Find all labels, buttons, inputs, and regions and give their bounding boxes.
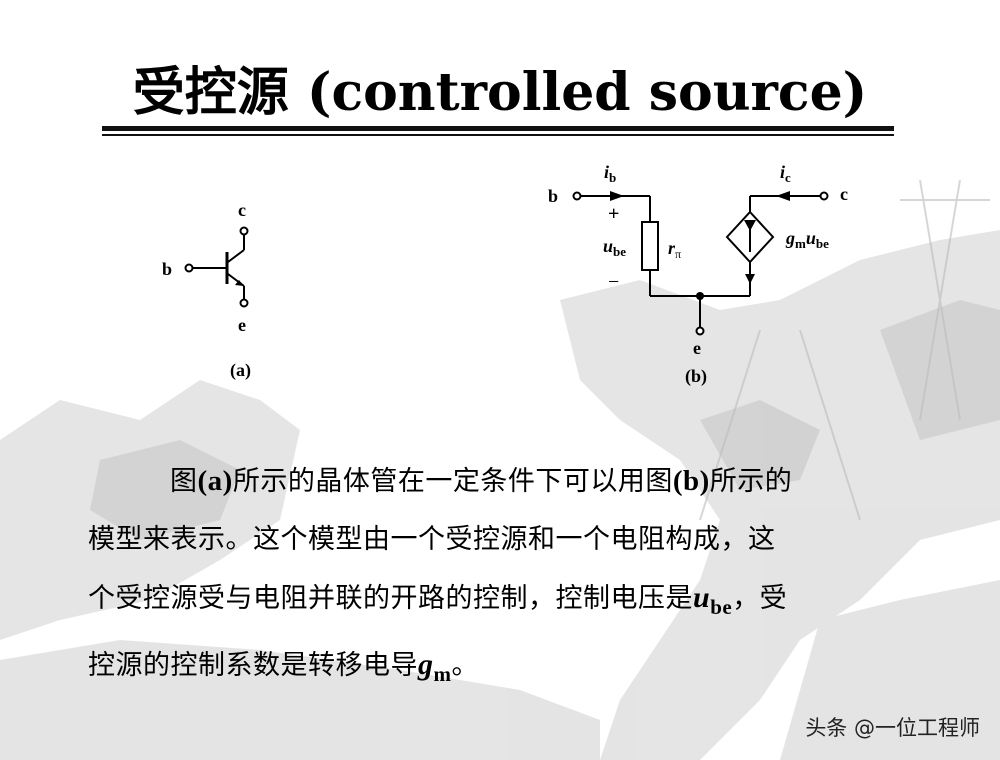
r-subscript: π <box>675 247 681 261</box>
transistor-symbol <box>184 226 249 308</box>
junction-node <box>696 292 704 300</box>
title-underline-thin <box>102 134 894 136</box>
text-segment: 所示的 <box>709 466 793 497</box>
text-segment: 。 <box>451 650 479 681</box>
watermark: 头条 @一位工程师 <box>805 716 980 740</box>
ic-arrow-icon <box>776 191 790 201</box>
r-symbol: r <box>668 238 676 258</box>
r-pi-label: rπ <box>668 238 681 261</box>
ic-symbol: i <box>780 162 785 182</box>
gm-u-symbol: u <box>806 228 816 248</box>
gm-ube-label: gmube <box>785 228 829 251</box>
label-e-b: e <box>693 338 701 358</box>
figure-ref-b: (b) <box>672 465 710 497</box>
minus-sign: − <box>608 271 619 293</box>
slide-title: 受控源 (controlled source) <box>132 62 868 123</box>
text-segment: 个受控源受与电阻并联的开路的控制，控制电压是 <box>88 583 693 614</box>
ube-symbol: u <box>603 236 613 256</box>
ib-label: ib <box>604 162 616 185</box>
description-paragraph: 图(a)所示的晶体管在一定条件下可以用图(b)所示的 模型来表示。这个模型由一个… <box>88 452 908 703</box>
figure-ref-a: (a) <box>197 465 233 497</box>
gm-u-subscript: be <box>816 236 829 251</box>
gm-subscript: m <box>795 236 806 251</box>
gm-variable-subscript: m <box>433 662 452 686</box>
caption-a: (a) <box>230 360 251 381</box>
label-c-b: c <box>840 184 848 204</box>
label-e-a: e <box>238 315 246 335</box>
label-b-a: b <box>162 259 172 279</box>
ib-symbol: i <box>604 162 609 182</box>
ib-arrow-icon <box>610 191 624 201</box>
ic-label: ic <box>780 162 791 185</box>
text-segment: 控源的控制系数是转移电导 <box>88 650 418 681</box>
gm-variable: g <box>418 648 434 681</box>
ic-subscript: c <box>785 170 791 185</box>
text-segment: 图 <box>170 466 198 497</box>
paragraph-line-4: 控源的控制系数是转移电导gm。 <box>88 636 908 703</box>
plus-sign: + <box>608 203 619 225</box>
label-c-a: c <box>238 200 246 220</box>
paragraph-line-2: 模型来表示。这个模型由一个受控源和一个电阻构成，这 <box>88 524 776 555</box>
gm-symbol: g <box>785 228 795 248</box>
text-segment: 所示的晶体管在一定条件下可以用图 <box>232 466 673 497</box>
ib-subscript: b <box>609 170 616 185</box>
ube-variable-subscript: be <box>710 595 733 619</box>
paragraph-line-1: 图(a)所示的晶体管在一定条件下可以用图(b)所示的 <box>88 452 908 511</box>
output-arrow-icon <box>745 274 755 284</box>
title-underline-thick <box>102 126 894 131</box>
ube-variable: u <box>693 581 711 614</box>
paragraph-line-3: 个受控源受与电阻并联的开路的控制，控制电压是ube，受 <box>88 569 908 636</box>
ube-label: ube <box>603 236 626 259</box>
caption-b: (b) <box>685 366 707 387</box>
label-b-b: b <box>548 186 558 206</box>
text-segment: ，受 <box>732 583 788 614</box>
ube-subscript: be <box>613 244 626 259</box>
